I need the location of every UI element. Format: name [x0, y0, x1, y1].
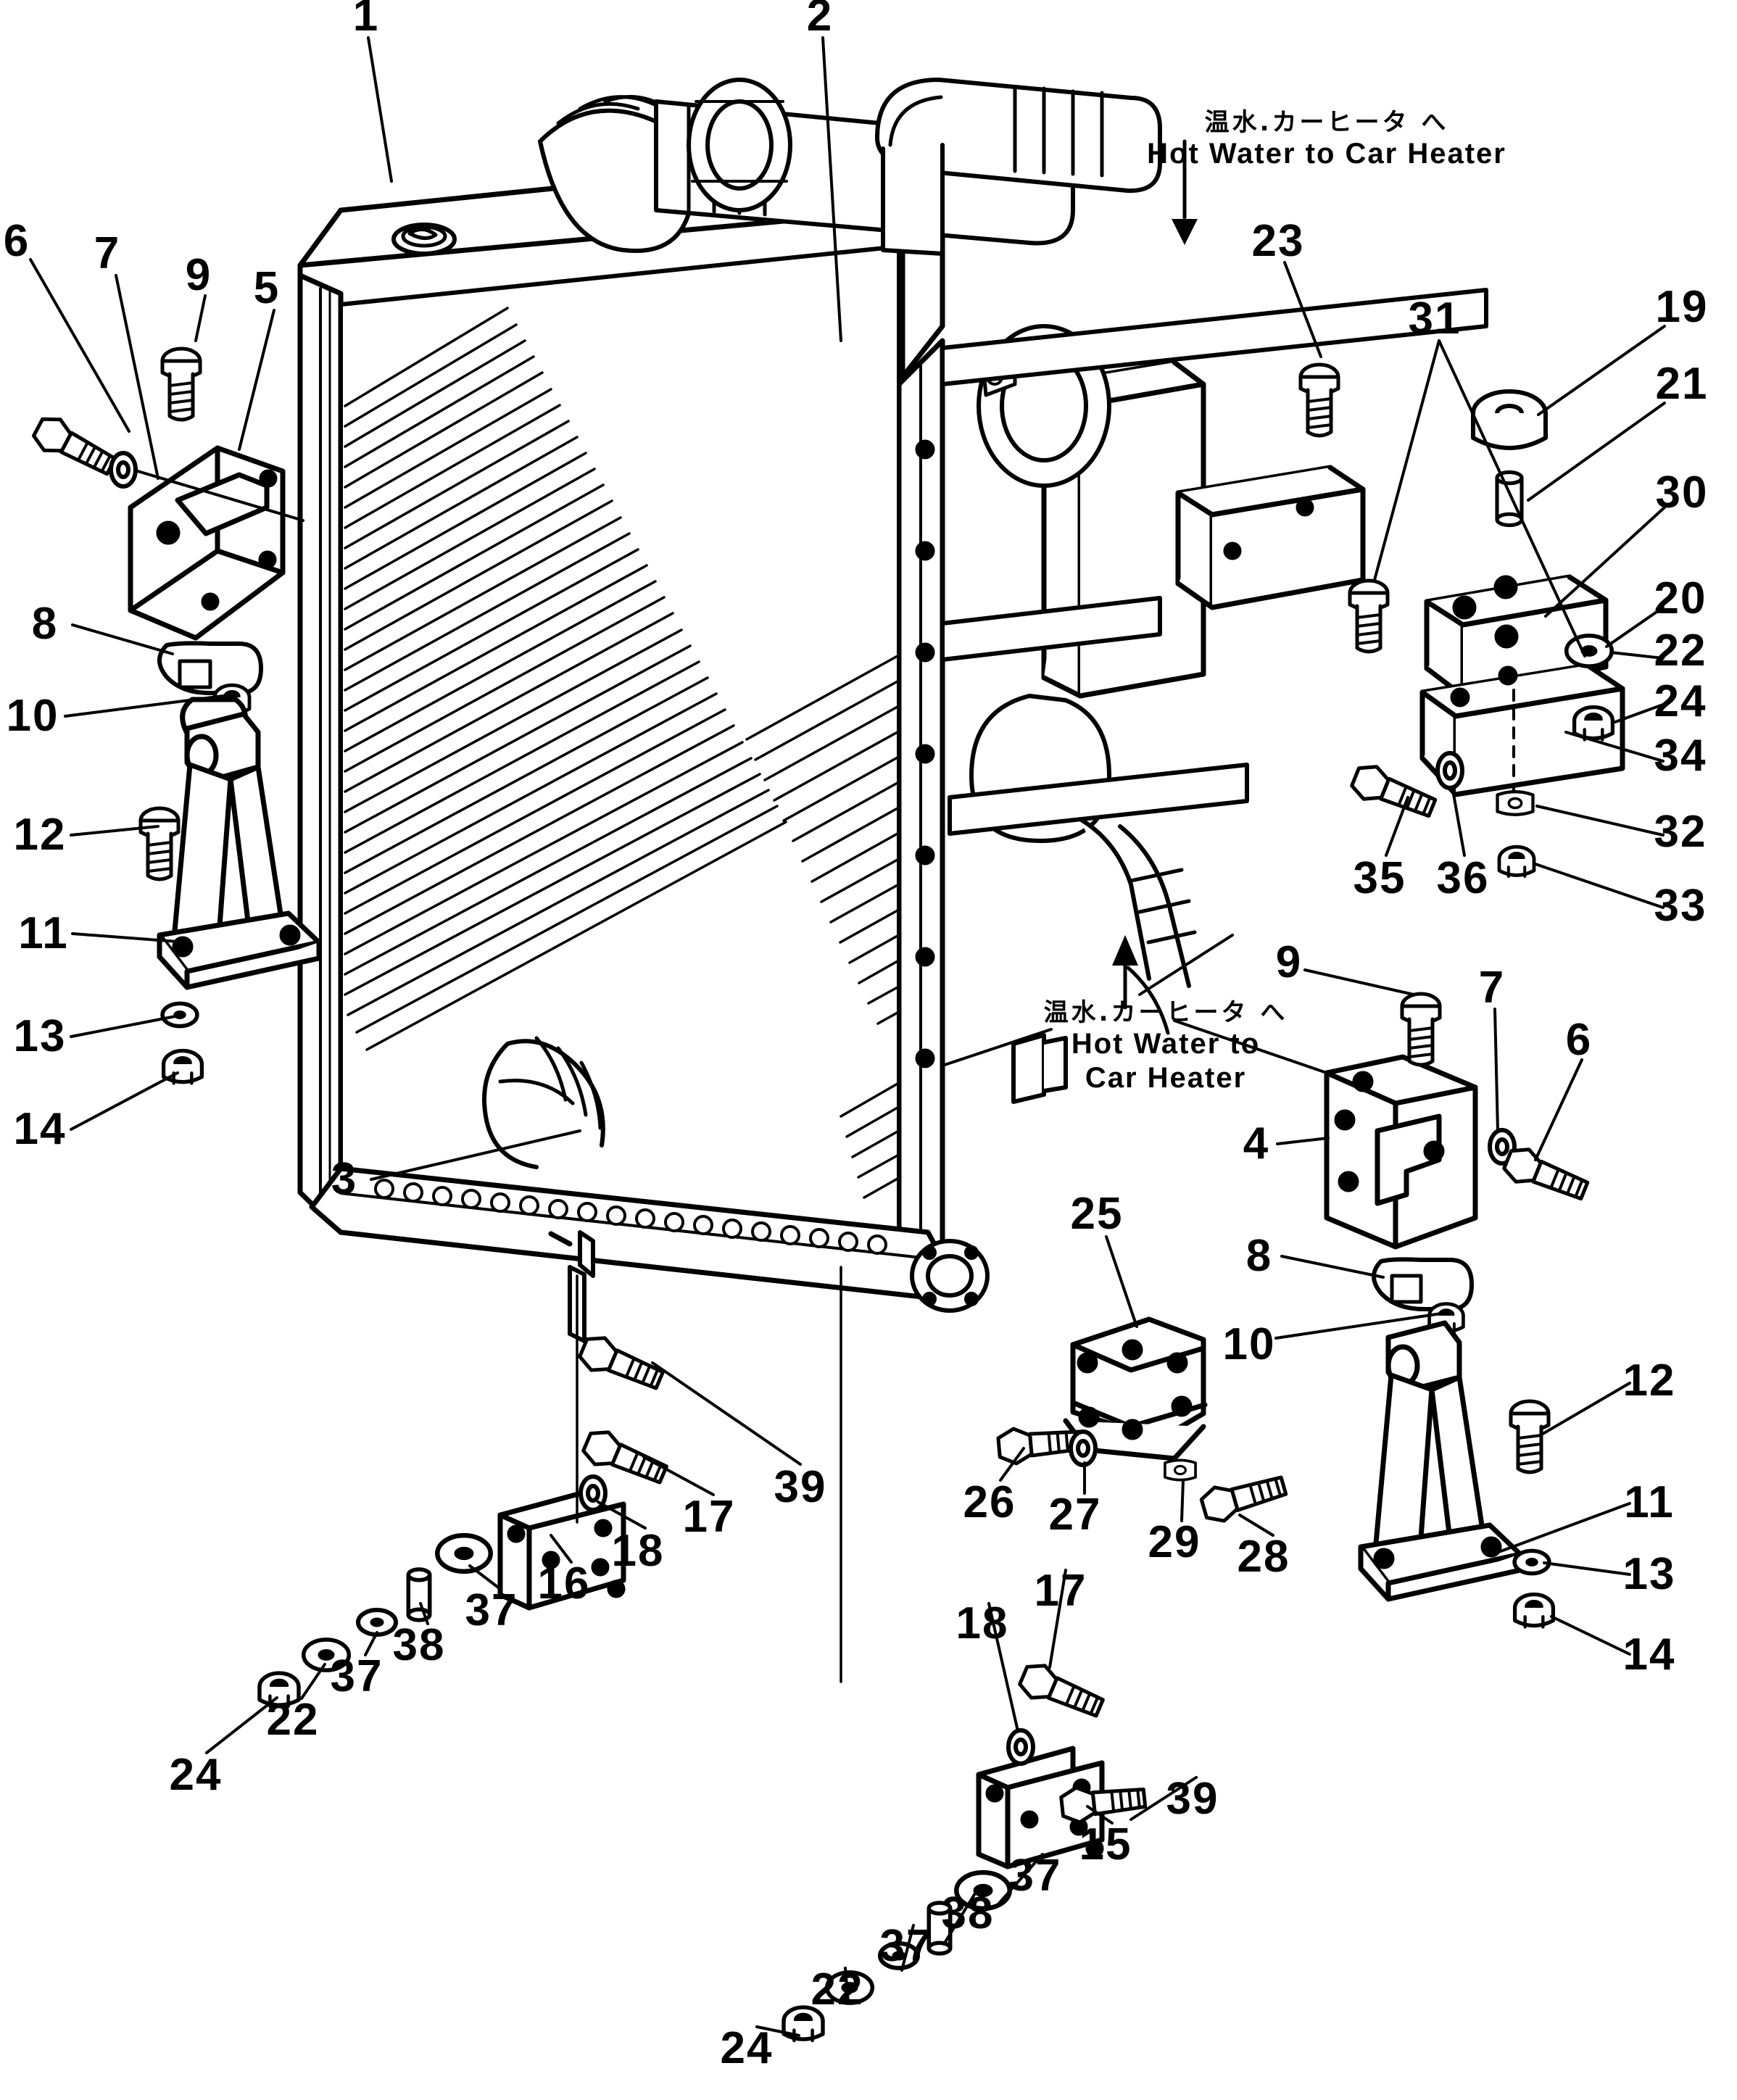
callout-number: 7 — [94, 228, 121, 278]
callout-number: 37 — [879, 1921, 933, 1971]
callout-number: 10 — [1222, 1319, 1276, 1369]
callout-number: 22 — [1654, 626, 1707, 676]
callout-number: 23 — [1251, 216, 1305, 266]
callout-number: 39 — [1166, 1774, 1219, 1824]
callout-number: 35 — [1353, 853, 1406, 903]
callout-number: 36 — [1436, 853, 1490, 903]
callout-number: 12 — [13, 810, 67, 860]
callout-number: 18 — [611, 1526, 665, 1576]
callout-number: 8 — [1245, 1231, 1273, 1281]
callout-number: 12 — [1622, 1356, 1676, 1406]
callout-number: 21 — [1655, 359, 1709, 409]
annotation-hot-water-lower: 温水.カーヒータ へ Hot Water to Car Heater — [1043, 998, 1288, 1095]
callout-number: 13 — [1622, 1549, 1676, 1599]
callout-number: 5 — [253, 263, 281, 313]
annotation-english-text: Hot Water to Car Heater — [1147, 138, 1506, 170]
callout-number: 37 — [465, 1585, 518, 1635]
annotation-japanese-text: 温水.カーヒータ へ — [1204, 108, 1449, 137]
callout-number: 20 — [1654, 573, 1707, 623]
annotation-hot-water-upper: 温水.カーヒータ へ Hot Water to Car Heater — [1147, 108, 1506, 171]
annotation-japanese-text: 温水.カーヒータ へ — [1043, 998, 1288, 1027]
callout-number: 22 — [811, 1964, 864, 2014]
callout-number: 22 — [266, 1695, 320, 1745]
callout-number: 14 — [1622, 1630, 1676, 1680]
callout-number: 17 — [1034, 1566, 1087, 1616]
callout-number: 37 — [1008, 1851, 1062, 1901]
callout-number: 11 — [18, 908, 69, 958]
callout-number: 19 — [1655, 282, 1709, 332]
callout-number: 14 — [13, 1104, 67, 1154]
callout-number: 34 — [1654, 731, 1707, 781]
callout-number: 2 — [806, 0, 834, 41]
callout-number: 10 — [6, 691, 59, 741]
callout-number: 38 — [941, 1888, 995, 1938]
callout-number: 25 — [1070, 1189, 1124, 1239]
callout-number: 6 — [1565, 1015, 1593, 1065]
callout-number: 16 — [537, 1559, 591, 1609]
callout-number: 8 — [31, 599, 59, 649]
callout-number: 29 — [1148, 1517, 1201, 1567]
callout-number: 7 — [1478, 963, 1506, 1013]
callout-number: 28 — [1237, 1532, 1290, 1582]
callout-number: 11 — [1624, 1477, 1675, 1527]
callout-number: 18 — [955, 1598, 1009, 1648]
callout-number: 38 — [392, 1620, 446, 1670]
annotation-english-text: Car Heater — [1085, 1062, 1247, 1095]
callout-number: 6 — [3, 216, 30, 266]
callout-number: 31 — [1408, 294, 1462, 344]
callout-number: 30 — [1655, 468, 1709, 518]
callout-number: 26 — [963, 1477, 1016, 1527]
callout-number: 32 — [1654, 807, 1707, 857]
callout-number: 1 — [352, 0, 380, 41]
callout-number: 24 — [720, 2023, 774, 2073]
callout-number: 24 — [1654, 676, 1707, 726]
callout-number: 33 — [1654, 881, 1707, 931]
callout-number: 37 — [330, 1651, 384, 1701]
callout-number: 27 — [1048, 1490, 1102, 1540]
callout-number: 3 — [331, 1154, 358, 1204]
callout-number: 24 — [169, 1750, 223, 1800]
callout-number: 9 — [1275, 937, 1303, 987]
callout-number: 4 — [1243, 1119, 1270, 1169]
callout-number: 15 — [1079, 1819, 1132, 1869]
callout-number: 9 — [185, 250, 212, 300]
annotation-english-text: Hot Water to — [1071, 1028, 1261, 1061]
callout-number: 39 — [774, 1462, 827, 1512]
callout-number: 13 — [13, 1011, 67, 1061]
callout-number: 17 — [682, 1492, 736, 1542]
